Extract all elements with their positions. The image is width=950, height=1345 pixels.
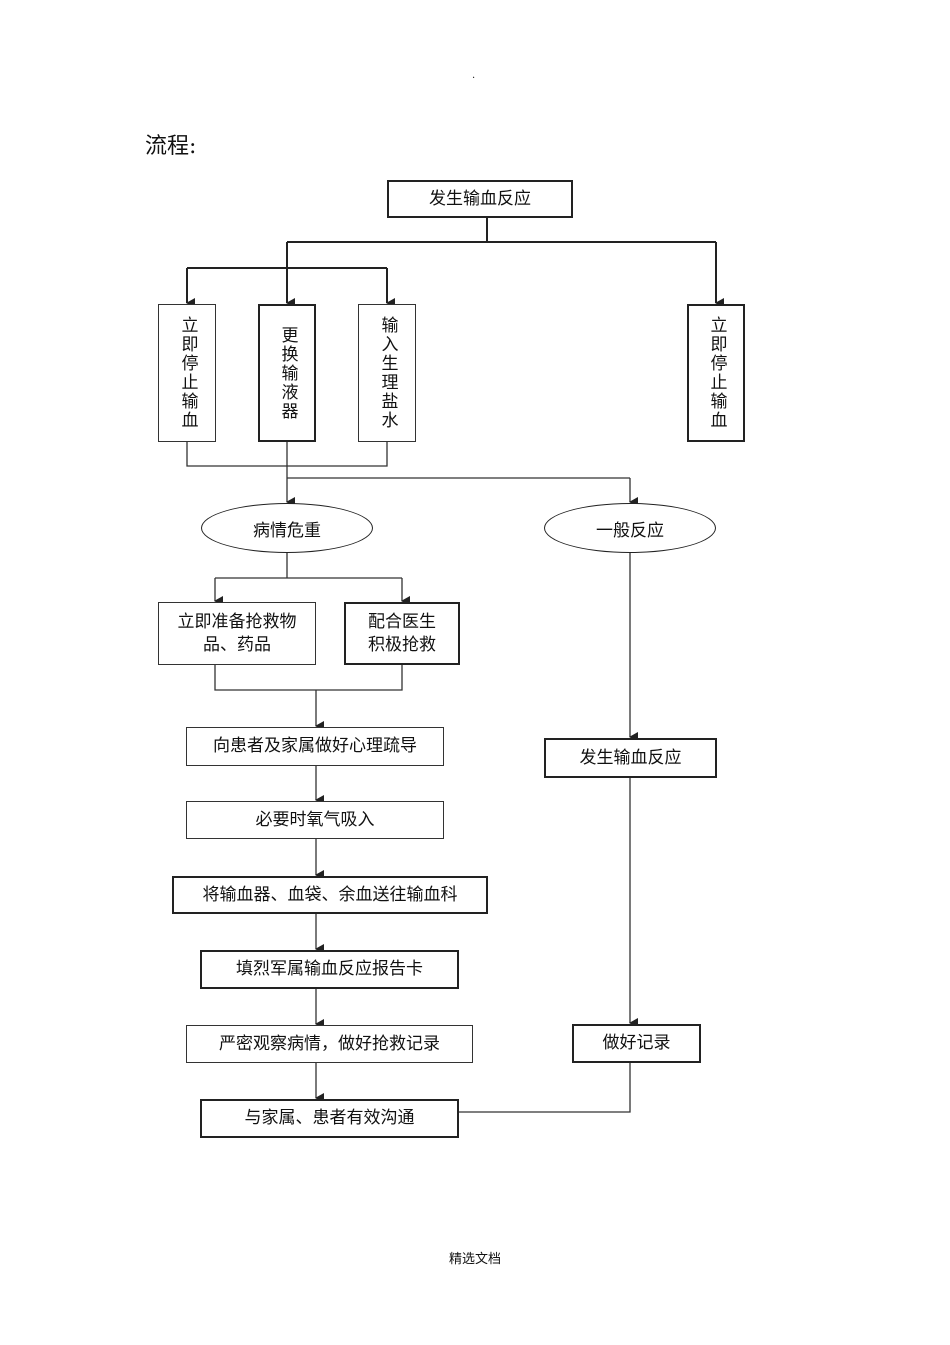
psych-guidance-box: 向患者及家属做好心理疏导 — [186, 727, 444, 766]
stop-transfusion-left-label: 立即停止输血 — [177, 316, 198, 430]
saline-infusion-box: 输入生理盐水 — [358, 304, 416, 442]
page-title: 流程: — [145, 134, 197, 159]
saline-infusion-label: 输入生理盐水 — [377, 316, 398, 430]
observe-record-box: 严密观察病情，做好抢救记录 — [186, 1025, 473, 1063]
stop-transfusion-left-box: 立即停止输血 — [158, 304, 216, 442]
make-record-box: 做好记录 — [572, 1024, 701, 1063]
send-blood-box: 将输血器、血袋、余血送往输血科 — [172, 876, 488, 914]
communicate-box: 与家属、患者有效沟通 — [200, 1099, 459, 1138]
replace-infusion-set-label: 更换输液器 — [277, 325, 298, 421]
start-reaction-box: 发生输血反应 — [387, 180, 573, 218]
right-reaction-box: 发生输血反应 — [544, 738, 717, 778]
oxygen-box: 必要时氧气吸入 — [186, 801, 444, 839]
report-card-box: 填烈军属输血反应报告卡 — [200, 950, 459, 989]
prepare-rescue-box: 立即准备抢救物品、药品 — [158, 602, 316, 665]
general-reaction-ellipse: 一般反应 — [544, 503, 716, 553]
footer-text: 精选文档 — [448, 1252, 501, 1267]
stop-transfusion-right-box: 立即停止输血 — [687, 304, 745, 442]
stop-transfusion-right-label: 立即停止输血 — [706, 316, 727, 430]
assist-doctor-box: 配合医生积极抢救 — [344, 602, 460, 665]
critical-condition-ellipse: 病情危重 — [201, 503, 373, 553]
replace-infusion-set-box: 更换输液器 — [258, 304, 316, 442]
header-mark: . — [472, 70, 476, 81]
